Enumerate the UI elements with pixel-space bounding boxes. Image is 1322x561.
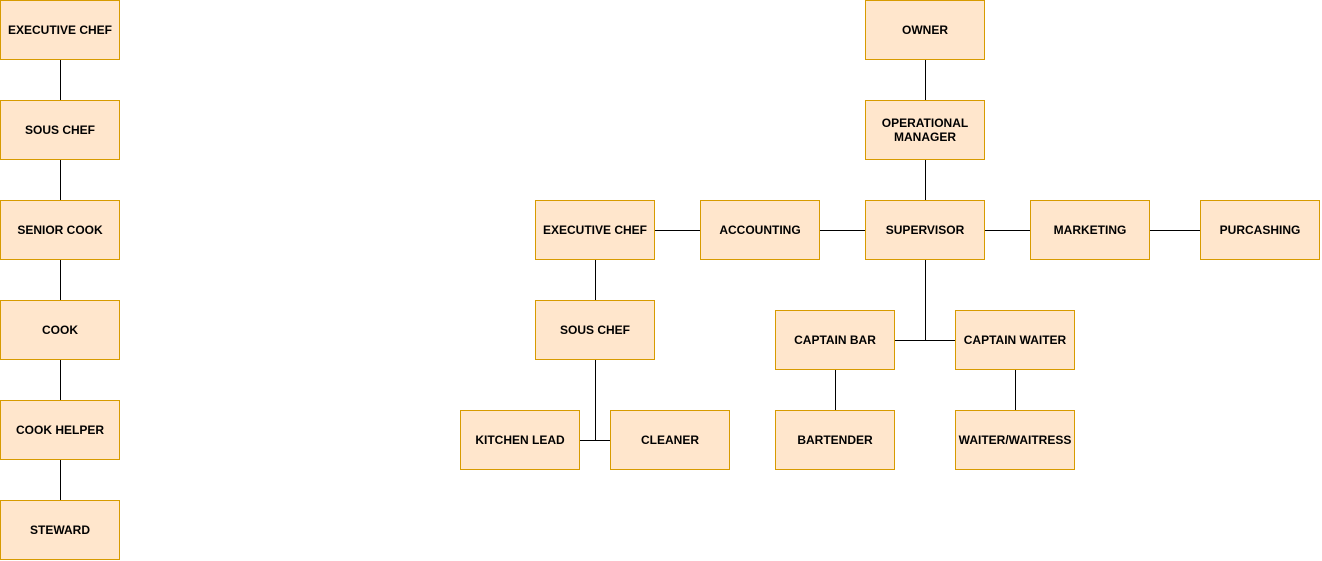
node-label: WAITER/WAITRESS [958,433,1072,447]
node-sous-chef: SOUS CHEF [535,300,655,360]
node-kitchen-executive-chef: EXECUTIVE CHEF [0,0,120,60]
node-label: CAPTAIN BAR [794,333,876,347]
node-cook-helper: COOK HELPER [0,400,120,460]
node-label: PURCASHING [1219,223,1301,237]
node-captain-bar: CAPTAIN BAR [775,310,895,370]
node-accounting: ACCOUNTING [700,200,820,260]
node-label: SOUS CHEF [559,323,630,337]
node-label: SENIOR COOK [17,223,103,237]
node-executive-chef: EXECUTIVE CHEF [535,200,655,260]
node-label: CAPTAIN WAITER [963,333,1067,347]
node-cook: COOK [0,300,120,360]
node-label: KITCHEN LEAD [475,433,565,447]
node-bartender: BARTENDER [775,410,895,470]
node-purchasing: PURCASHING [1200,200,1320,260]
node-label: SOUS CHEF [24,123,95,137]
node-label: COOK HELPER [15,423,104,437]
node-cleaner: CLEANER [610,410,730,470]
node-label: BARTENDER [797,433,873,447]
node-steward: STEWARD [0,500,120,560]
node-senior-cook: SENIOR COOK [0,200,120,260]
node-supervisor: SUPERVISOR [865,200,985,260]
node-captain-waiter: CAPTAIN WAITER [955,310,1075,370]
node-label: OWNER [902,23,948,37]
node-label: OPERATIONAL MANAGER [881,116,969,144]
node-waiter-waitress: WAITER/WAITRESS [955,410,1075,470]
node-label: STEWARD [30,523,90,537]
node-label: CLEANER [640,433,699,447]
node-label: EXECUTIVE CHEF [542,223,647,237]
node-label: SUPERVISOR [885,223,965,237]
node-label: EXECUTIVE CHEF [7,23,112,37]
node-label: ACCOUNTING [719,223,801,237]
node-owner: OWNER [865,0,985,60]
node-kitchen-lead: KITCHEN LEAD [460,410,580,470]
node-kitchen-sous-chef: SOUS CHEF [0,100,120,160]
node-marketing: MARKETING [1030,200,1150,260]
node-label: MARKETING [1053,223,1127,237]
node-label: COOK [42,323,78,337]
node-operational-manager: OPERATIONAL MANAGER [865,100,985,160]
